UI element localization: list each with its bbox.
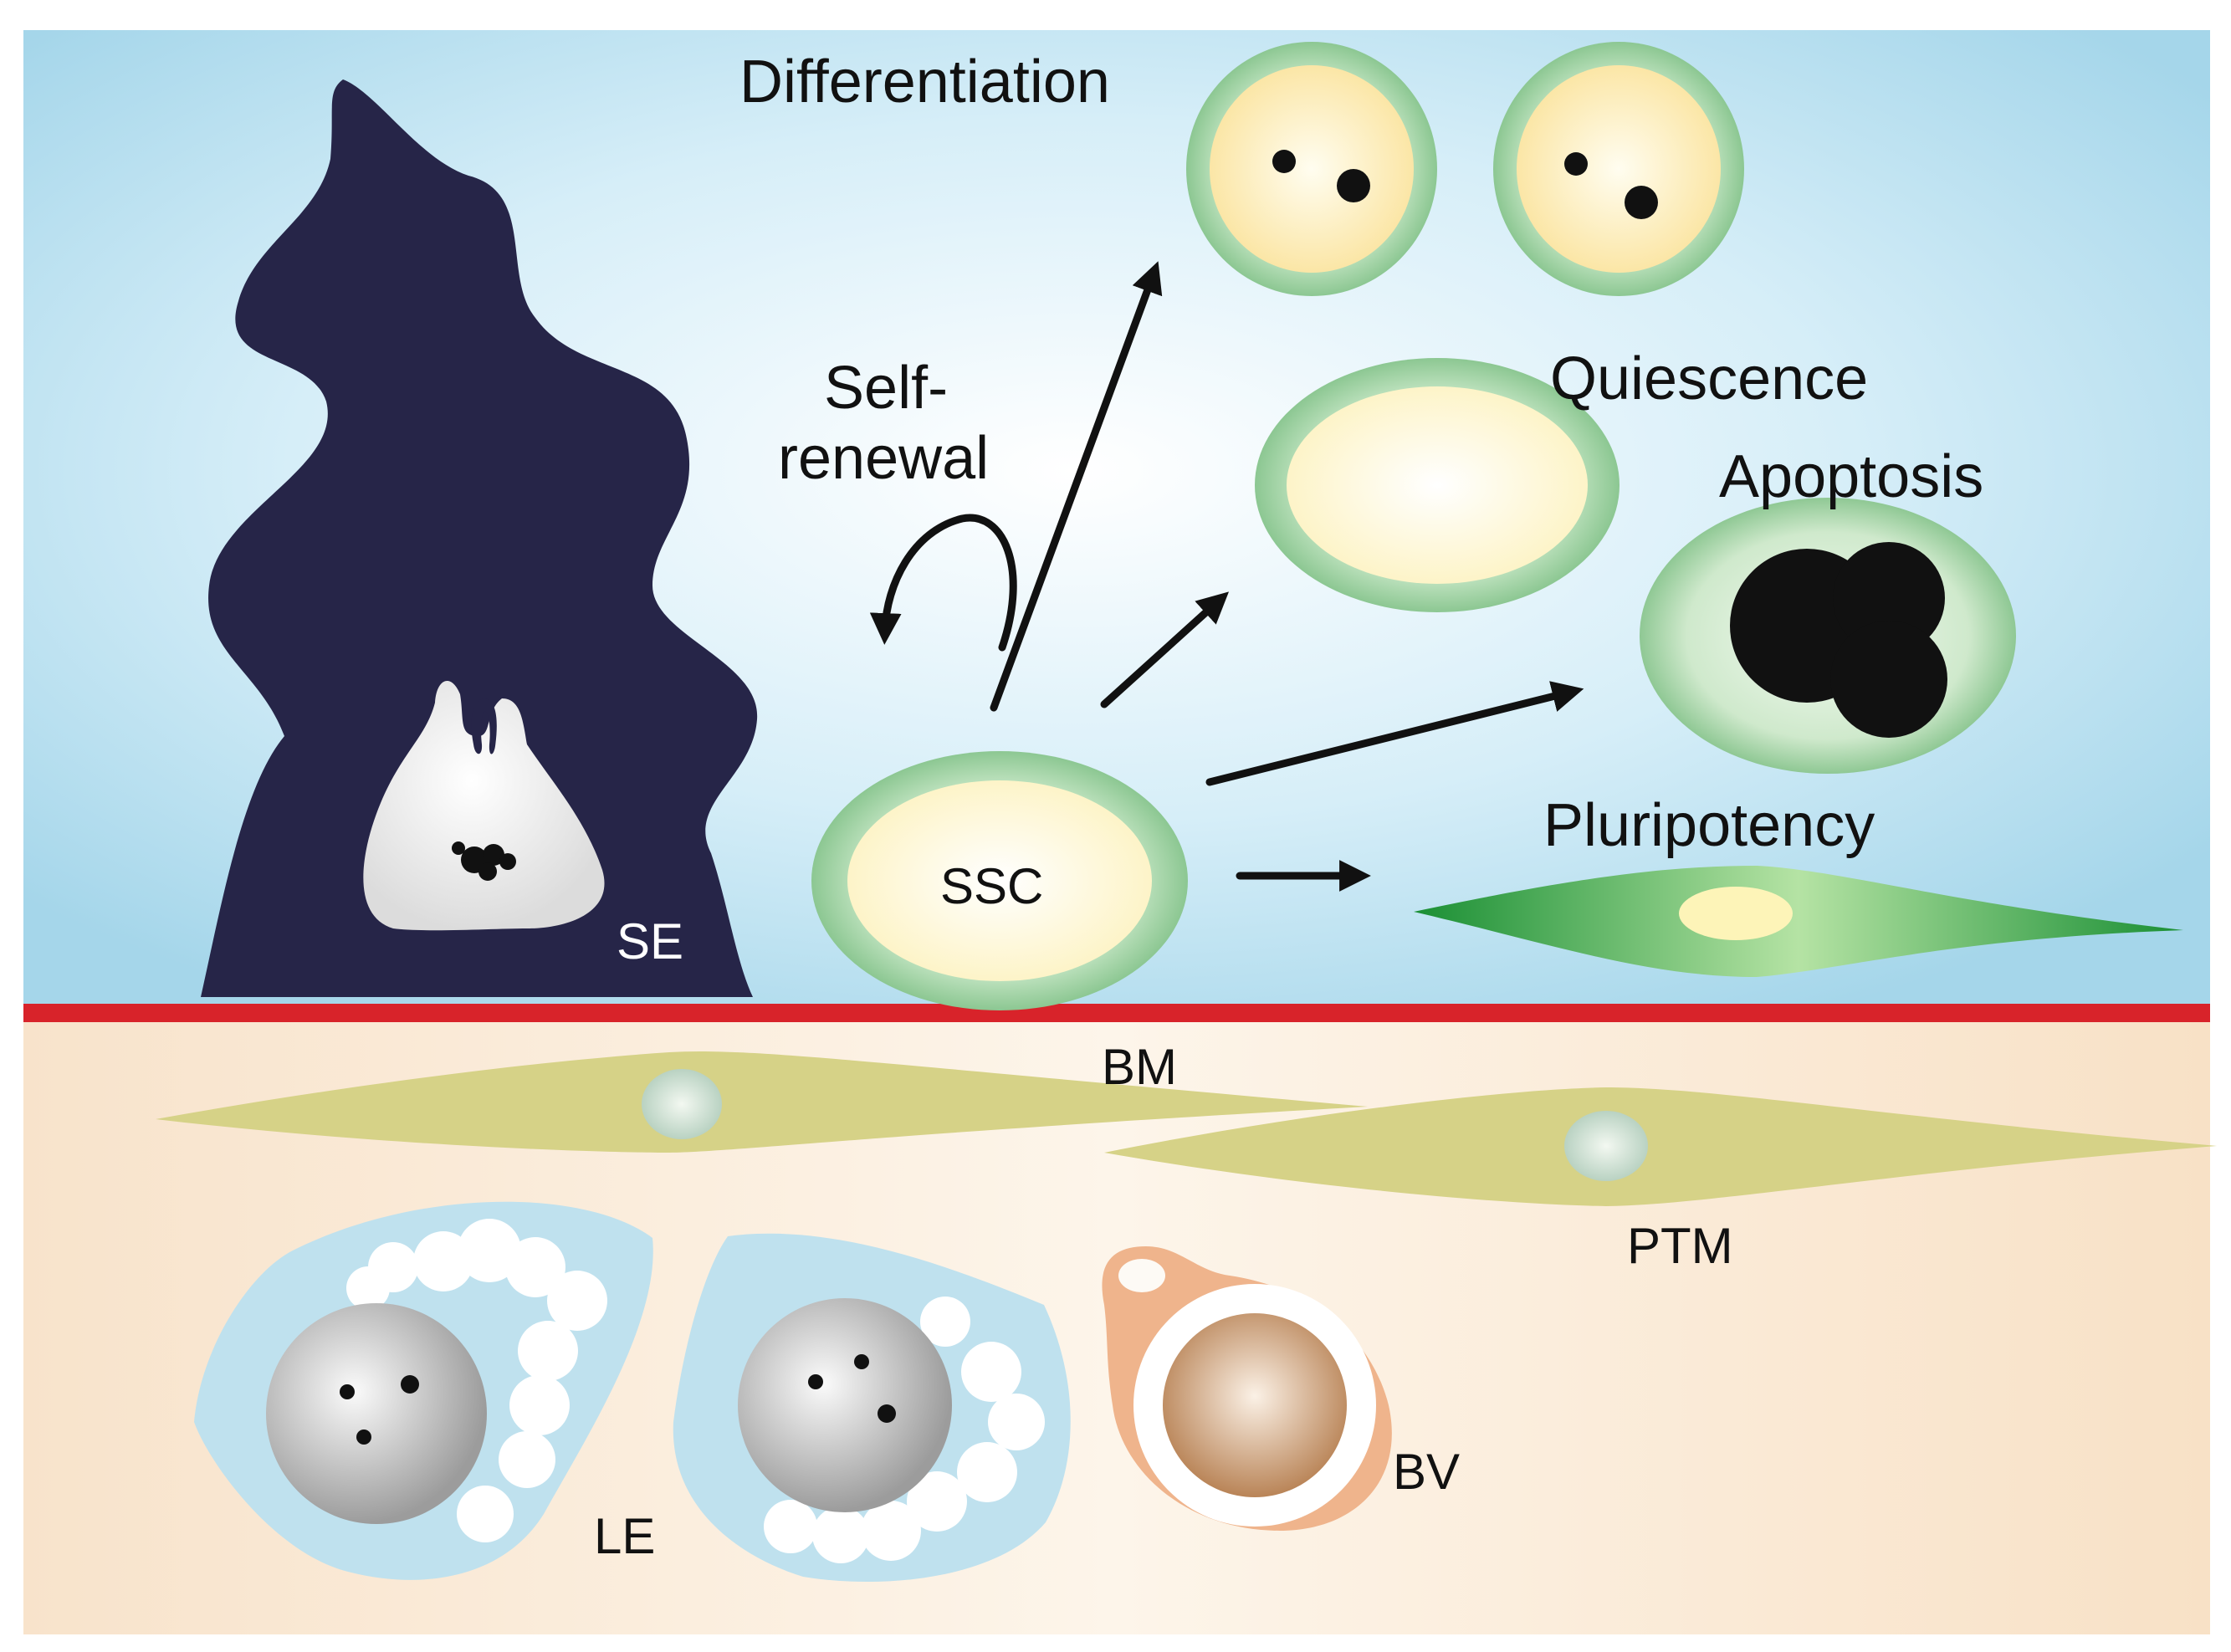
leydig-cell xyxy=(194,1201,653,1580)
quiescent-cell xyxy=(1255,358,1620,612)
differentiating-cells xyxy=(1186,42,1744,296)
sertoli-nucleus-fold xyxy=(471,698,497,754)
label-le: LE xyxy=(594,1508,655,1564)
self-renewal-arrow xyxy=(869,514,1017,652)
label-bv: BV xyxy=(1393,1444,1460,1500)
label-apoptosis: Apoptosis xyxy=(1719,443,1983,510)
label-quiescence: Quiescence xyxy=(1550,345,1868,412)
label-differentiation: Differentiation xyxy=(739,49,1110,115)
fate-arrows xyxy=(869,261,1584,892)
quiescence-arrow xyxy=(1100,591,1230,708)
sertoli-nucleolus xyxy=(483,844,504,866)
pluripotent-cell xyxy=(1414,866,2183,977)
leydig-cell xyxy=(673,1233,1071,1583)
label-ptm: PTM xyxy=(1627,1218,1733,1274)
sertoli-nucleolus xyxy=(478,862,497,881)
ssc-cell xyxy=(811,751,1188,1010)
sertoli-nucleus xyxy=(363,680,605,931)
blood-vessel xyxy=(1102,1246,1392,1531)
peritubular-myoid-cells xyxy=(156,1051,2217,1206)
label-ssc: SSC xyxy=(940,858,1043,914)
label-se: SE xyxy=(617,913,683,969)
differentiation-arrow xyxy=(990,261,1163,712)
apoptosis-arrow xyxy=(1205,681,1584,786)
label-self-renewal: Self- xyxy=(824,355,948,422)
basement-membrane-line xyxy=(23,1004,2210,1022)
sertoli-cell xyxy=(201,79,758,997)
sertoli-nucleolus xyxy=(452,841,465,855)
label-self-renewal: renewal xyxy=(778,425,989,492)
sertoli-nucleolus xyxy=(499,853,516,870)
label-bm: BM xyxy=(1102,1039,1177,1095)
apoptotic-cell xyxy=(1640,498,2016,774)
label-pluripotency: Pluripotency xyxy=(1543,792,1875,859)
